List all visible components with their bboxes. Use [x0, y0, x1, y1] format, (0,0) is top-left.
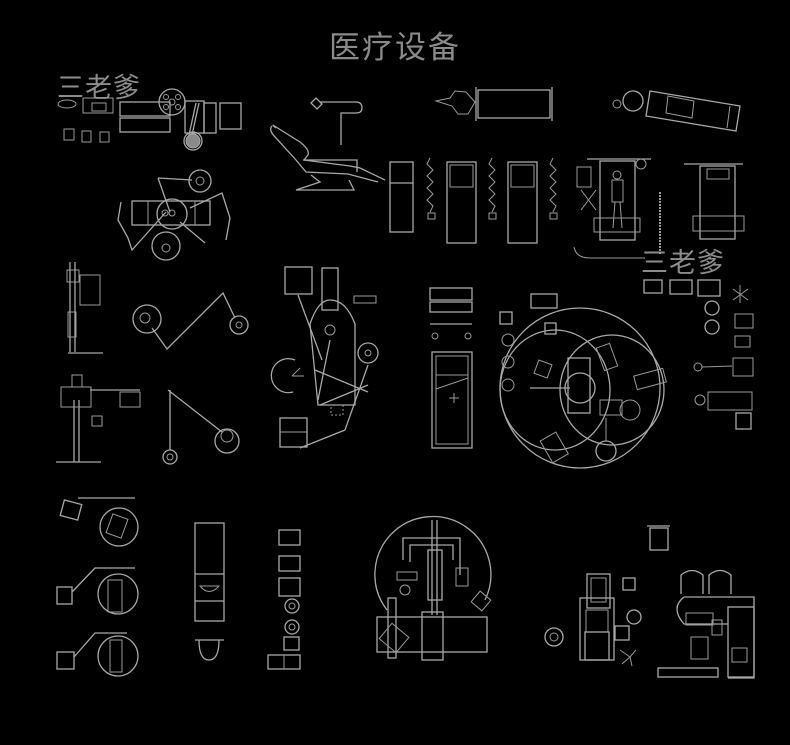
x-ray-c-arm-unit [374, 515, 492, 661]
dental-chair-top-view-with-console [544, 525, 755, 679]
watermark-top-left: 三老爹 [57, 73, 141, 104]
surgical-ceiling-unit [270, 266, 379, 449]
trolley-front-view [429, 287, 473, 340]
column-stand-with-arm [56, 374, 141, 463]
operating-room-layout-circles [499, 293, 667, 469]
articulated-lamp-arm [132, 291, 249, 351]
wash-cabinet-with-sink [194, 522, 225, 661]
dental-chair-side-view [270, 97, 386, 191]
dental-unit-top-view-small [57, 88, 242, 151]
watermark-right: 三老爹 [641, 248, 725, 279]
stretcher-angled [612, 90, 741, 132]
small-fixtures-column [267, 529, 301, 670]
cabinet-and-beds-with-cords [389, 157, 558, 244]
floor-lamp-arm [162, 389, 240, 465]
hospital-bed-top-view [684, 163, 745, 240]
small-equipment-icons-column [643, 279, 754, 430]
x-ray-column-stand [66, 262, 103, 354]
page-title: 医疗设备 [329, 30, 461, 66]
stretcher-side-view [434, 87, 553, 121]
patient-bed-with-figure [573, 158, 661, 259]
operating-table-top-view [431, 351, 473, 449]
dental-unit-articulated-arms [117, 169, 231, 261]
wall-arm-units [56, 497, 139, 677]
